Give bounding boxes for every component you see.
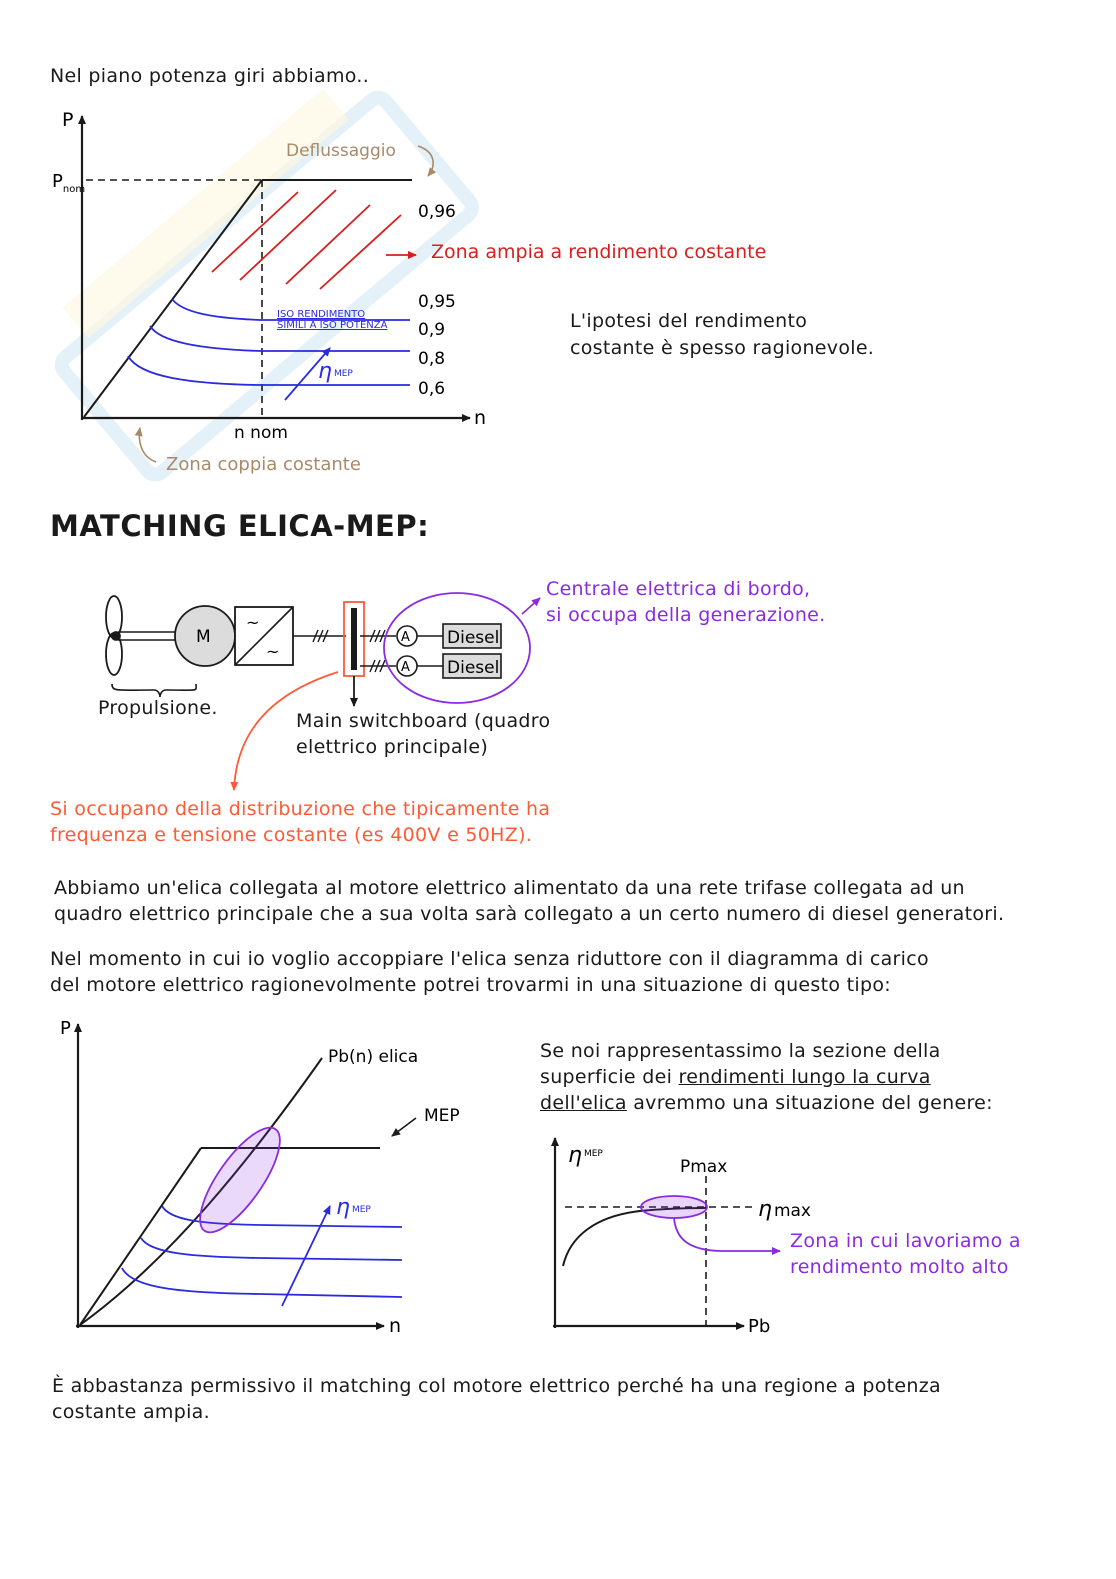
ipotesi-line-1: L'ipotesi del rendimento	[570, 310, 808, 332]
switchboard-line-2: elettrico principale)	[296, 736, 489, 758]
fig1-coppia-arrow	[134, 427, 157, 463]
fig2-mep-torque-line	[79, 1147, 202, 1326]
fig1-eff-08: 0,8	[418, 349, 445, 369]
sezione-line-3: dell'elica avremmo una situazione del ge…	[540, 1090, 993, 1116]
three-phase-mark	[312, 629, 329, 643]
fig2-elica-curve	[79, 1057, 323, 1326]
ipotesi-line-2: costante è spesso ragionevole.	[570, 337, 875, 359]
fig3-x-label: Pb	[748, 1316, 770, 1337]
distribuzione-line-2: frequenza e tensione costante (es 400V e…	[50, 824, 533, 846]
section-heading: MATCHING ELICA-MEP:	[50, 509, 430, 543]
fig1-iso-note-1: ISO RENDIMENTO	[277, 309, 365, 320]
sezione-line-1: Se noi rappresentassimo la sezione della	[540, 1040, 941, 1062]
fig2-matching-ellipse	[199, 1126, 281, 1234]
para1-line-1: Abbiamo un'elica collegata al motore ele…	[54, 877, 965, 899]
fig1-deflussaggio-arrow	[417, 145, 437, 177]
fig1-eff-09: 0,9	[418, 320, 445, 340]
fig2-elica-label: Pb(n) elica	[328, 1047, 418, 1067]
sezione-line-2-b: rendimenti lungo la curva	[678, 1066, 931, 1088]
centrale-line-1: Centrale elettrica di bordo,	[546, 578, 811, 600]
diesel-2-box	[442, 653, 502, 679]
fig1-eff-096: 0,96	[418, 202, 456, 222]
fig1-pnom-label: Pnom	[52, 171, 85, 195]
converter-ac-bottom: ~	[266, 642, 279, 661]
fig3-zona-line-2: rendimento molto alto	[790, 1256, 1009, 1278]
fig1-x-label: n	[474, 407, 486, 429]
diesel-2-label: Diesel	[447, 658, 499, 678]
fig2-y-label: P	[60, 1018, 71, 1039]
motor-label: M	[196, 627, 211, 647]
fig3-high-efficiency-ellipse	[640, 1195, 708, 1219]
fig1-torque-line	[83, 179, 263, 418]
distribuzione-line-1: Si occupano della distribuzione che tipi…	[50, 798, 551, 820]
fig1-zona-coppia-label: Zona coppia costante	[166, 454, 361, 475]
fig2-mep-label: MEP	[424, 1106, 460, 1126]
fig1-eta-arrow	[284, 347, 331, 401]
fig1-y-label: P	[62, 109, 73, 131]
sezione-line-3-a: dell'elica	[540, 1092, 627, 1114]
fig1-iso-curves	[127, 298, 410, 386]
para1-line-2: quadro elettrico principale che a sua vo…	[54, 903, 1005, 925]
intro-text: Nel piano potenza giri abbiamo..	[50, 65, 370, 87]
conclusione-line-1: È abbastanza permissivo il matching col …	[52, 1375, 941, 1397]
power-plant-arrow	[521, 597, 541, 615]
sezione-line-3-b: avremmo una situazione del genere:	[626, 1092, 993, 1114]
three-phase-mark-gen	[369, 629, 386, 673]
conclusione-line-2: costante ampia.	[52, 1401, 210, 1423]
fig1-zona-ampia-label: Zona ampia a rendimento costante	[431, 241, 766, 263]
diesel-1-box	[442, 623, 502, 649]
propulsion-brace	[111, 683, 197, 698]
converter-diagonal	[234, 606, 294, 666]
switchboard-bus	[351, 608, 357, 670]
para2-line-2: del motore elettrico ragionevolmente pot…	[50, 974, 891, 996]
distribution-arrow	[230, 671, 339, 791]
fig3-pmax-label: Pmax	[680, 1157, 727, 1177]
sezione-line-2: superficie dei rendimenti lungo la curva	[540, 1064, 931, 1090]
fig1-red-hatch	[211, 189, 402, 290]
alternator-2-label: A	[401, 660, 410, 675]
fig1-eff-095: 0,95	[418, 292, 456, 312]
fig3-zona-arrow	[673, 1217, 781, 1255]
propeller-icon	[105, 595, 123, 676]
fig2-mep-arrow	[391, 1117, 417, 1137]
switchboard-line-1: Main switchboard (quadro	[296, 710, 551, 732]
fig3-efficiency-curve	[562, 1207, 707, 1267]
power-plant-ellipse	[383, 592, 531, 704]
fig2-eta-arrow	[281, 1205, 331, 1307]
fig1-nnom-label: n nom	[234, 423, 288, 443]
converter-ac-top: ~	[246, 613, 259, 632]
fig1-deflussaggio-label: Deflussaggio	[286, 141, 396, 161]
propulsione-label: Propulsione.	[98, 697, 218, 719]
centrale-line-2: si occupa della generazione.	[546, 604, 826, 626]
fig3-zona-line-1: Zona in cui lavoriamo a	[790, 1230, 1021, 1252]
sezione-line-2-a: superficie dei	[540, 1066, 679, 1088]
fig1-iso-note-2: SIMILI A ISO POTENZA	[277, 320, 388, 331]
diesel-1-label: Diesel	[447, 628, 499, 648]
fig2-iso-curves	[121, 1205, 403, 1298]
fig2-x-label: n	[389, 1315, 401, 1337]
para2-line-1: Nel momento in cui io voglio accoppiare …	[50, 948, 929, 970]
alternator-1-label: A	[401, 630, 410, 645]
fig1-eff-06: 0,6	[418, 379, 445, 399]
